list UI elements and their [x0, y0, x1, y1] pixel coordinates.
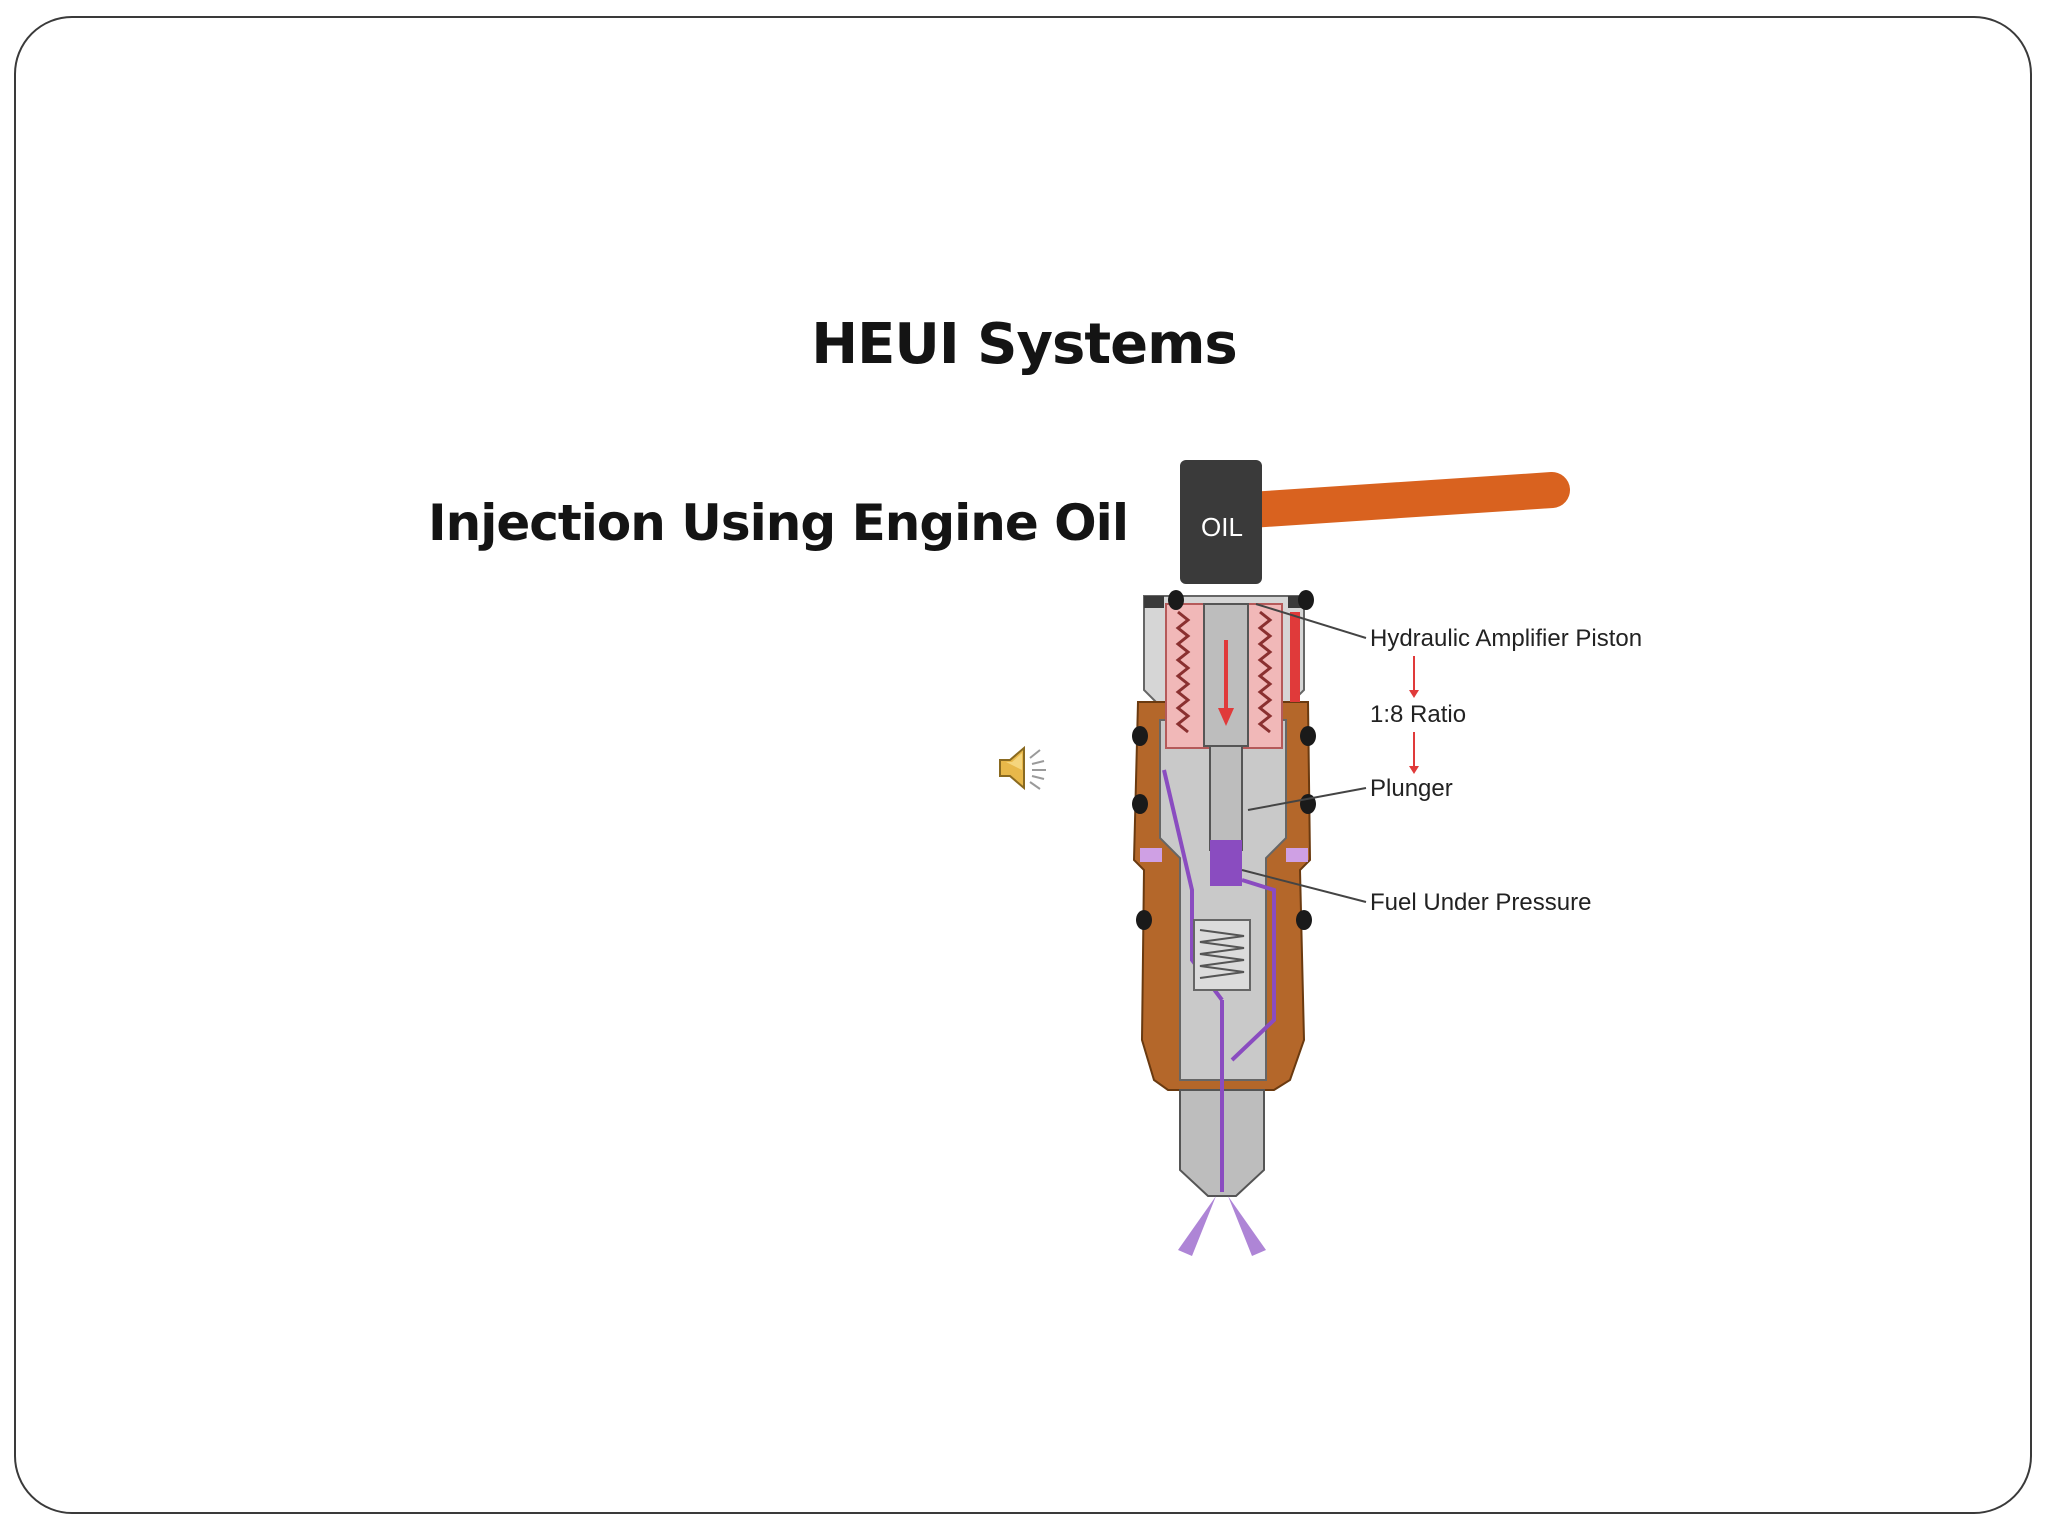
slide-title: HEUI Systems — [811, 312, 1238, 377]
oil-pipe — [1232, 472, 1570, 528]
slide-subtitle: Injection Using Engine Oil — [428, 494, 1129, 552]
oil-label: OIL — [1201, 512, 1243, 542]
label-hydraulic-amplifier-piston: Hydraulic Amplifier Piston — [1370, 625, 1642, 652]
label-fuel-under-pressure: Fuel Under Pressure — [1370, 889, 1591, 916]
label-plunger: Plunger — [1370, 775, 1453, 802]
heui-injector-diagram: OIL — [1132, 460, 1642, 1256]
fuel-under-pressure — [1210, 840, 1242, 886]
speaker-icon[interactable] — [996, 740, 1050, 796]
plunger — [1209, 745, 1243, 851]
oil-can — [1180, 460, 1262, 584]
fuel-spray-right — [1228, 1196, 1266, 1256]
fuel-spray-left — [1178, 1196, 1216, 1256]
label-ratio: 1:8 Ratio — [1370, 701, 1466, 728]
spring — [1175, 610, 1273, 734]
